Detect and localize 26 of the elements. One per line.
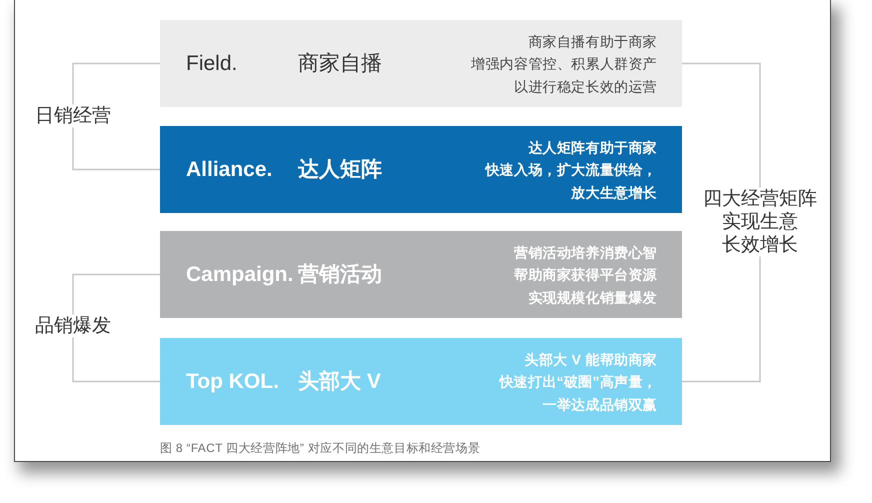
- connector-line: [72, 62, 160, 104]
- connector-line: [72, 338, 160, 382]
- connector-line: [682, 256, 761, 382]
- subtitle: 营销活动: [298, 262, 382, 288]
- caption: 图 8 “FACT 四大经营阵地” 对应不同的生意目标和经营场景: [160, 440, 480, 456]
- description: 营销活动培养消费心智帮助商家获得平台资源实现规模化销量爆发: [514, 242, 657, 307]
- category-band: [160, 126, 682, 213]
- title: Campaign.: [186, 262, 294, 288]
- description: 商家自播有助于商家增强内容管控、积累人群资产以进行稳定长效的运营: [471, 32, 657, 96]
- title: Alliance.: [186, 156, 272, 182]
- title: Top KOL.: [186, 368, 279, 394]
- description: 达人矩阵有助于商家快速入场，扩大流量供给，放大生意增长: [485, 138, 657, 202]
- category-band: [160, 20, 682, 107]
- connector-line: [682, 62, 761, 188]
- title: Field.: [186, 50, 238, 76]
- subtitle: 达人矩阵: [298, 156, 382, 182]
- summary-label: 四大经营矩阵实现生意长效增长: [703, 188, 817, 256]
- group-label: 日销经营: [35, 104, 111, 128]
- connector-line: [72, 128, 160, 170]
- description: 头部大 V 能帮助商家快速打出“破圈”高声量，一举达成品销双赢: [499, 350, 657, 414]
- subtitle: 头部大 V: [298, 368, 381, 394]
- connector-line: [72, 274, 160, 314]
- category-band: [160, 231, 682, 318]
- subtitle: 商家自播: [298, 50, 382, 76]
- group-label: 品销爆发: [35, 314, 111, 338]
- category-band: [160, 338, 682, 425]
